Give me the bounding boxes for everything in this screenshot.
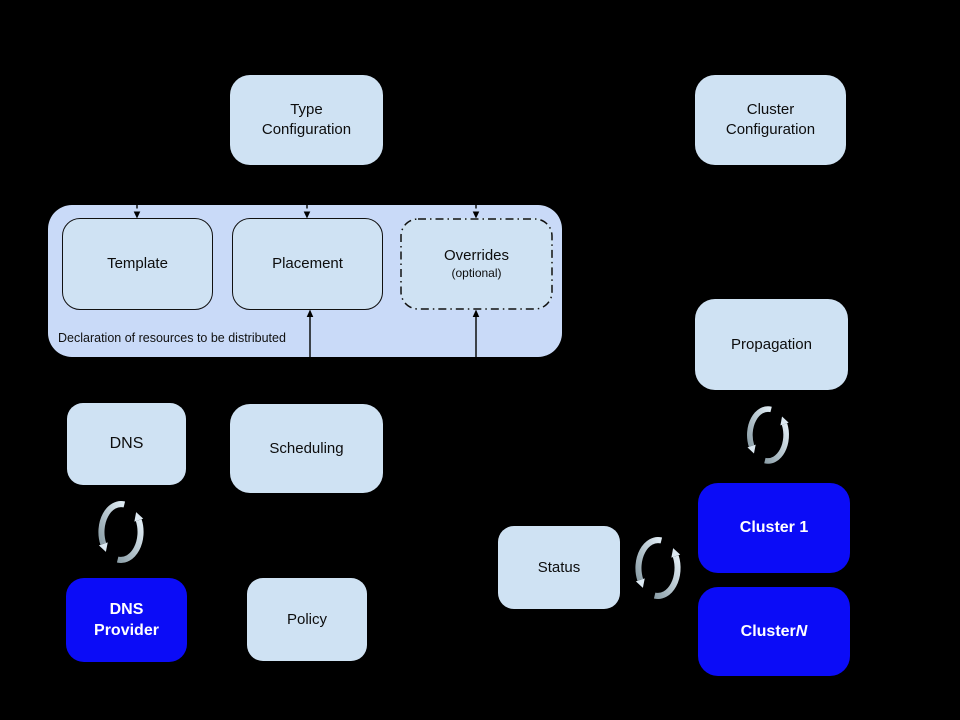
arrow-into-template [133,205,141,219]
container-connector-arrows [133,205,480,357]
node-cluster-1: Cluster 1 [698,483,850,573]
node-cluster-configuration: Cluster Configuration [695,75,846,165]
resource-declaration-container: Template Placement Overrides (optional) … [48,205,562,357]
sync-icon [635,537,681,599]
arrow-into-placement-top [303,205,311,219]
node-status: Status [498,526,620,609]
overrides-label: Overrides [443,246,510,264]
overrides-dashdot-border [400,218,553,310]
node-policy: Policy [247,578,367,661]
container-caption: Declaration of resources to be distribut… [58,331,286,345]
node-type-configuration: Type Configuration [230,75,383,165]
arrow-into-overrides-top [472,205,480,219]
node-template: Template [62,218,213,310]
node-propagation: Propagation [695,299,848,390]
sync-icon [747,406,789,464]
node-dns-provider: DNS Provider [66,578,187,662]
overrides-note: (optional) [451,266,502,281]
sync-icon [98,501,144,563]
arrow-into-overrides-bottom [472,309,480,357]
cluster-n-label: Cluster [740,622,796,640]
node-placement: Placement [232,218,383,310]
arrow-into-placement-bottom [306,309,314,357]
node-cluster-n: Cluster N [698,587,850,676]
node-scheduling: Scheduling [230,404,383,493]
node-overrides: Overrides (optional) [400,218,553,310]
cluster-n-variable: N [795,622,808,640]
node-dns: DNS [67,403,186,485]
